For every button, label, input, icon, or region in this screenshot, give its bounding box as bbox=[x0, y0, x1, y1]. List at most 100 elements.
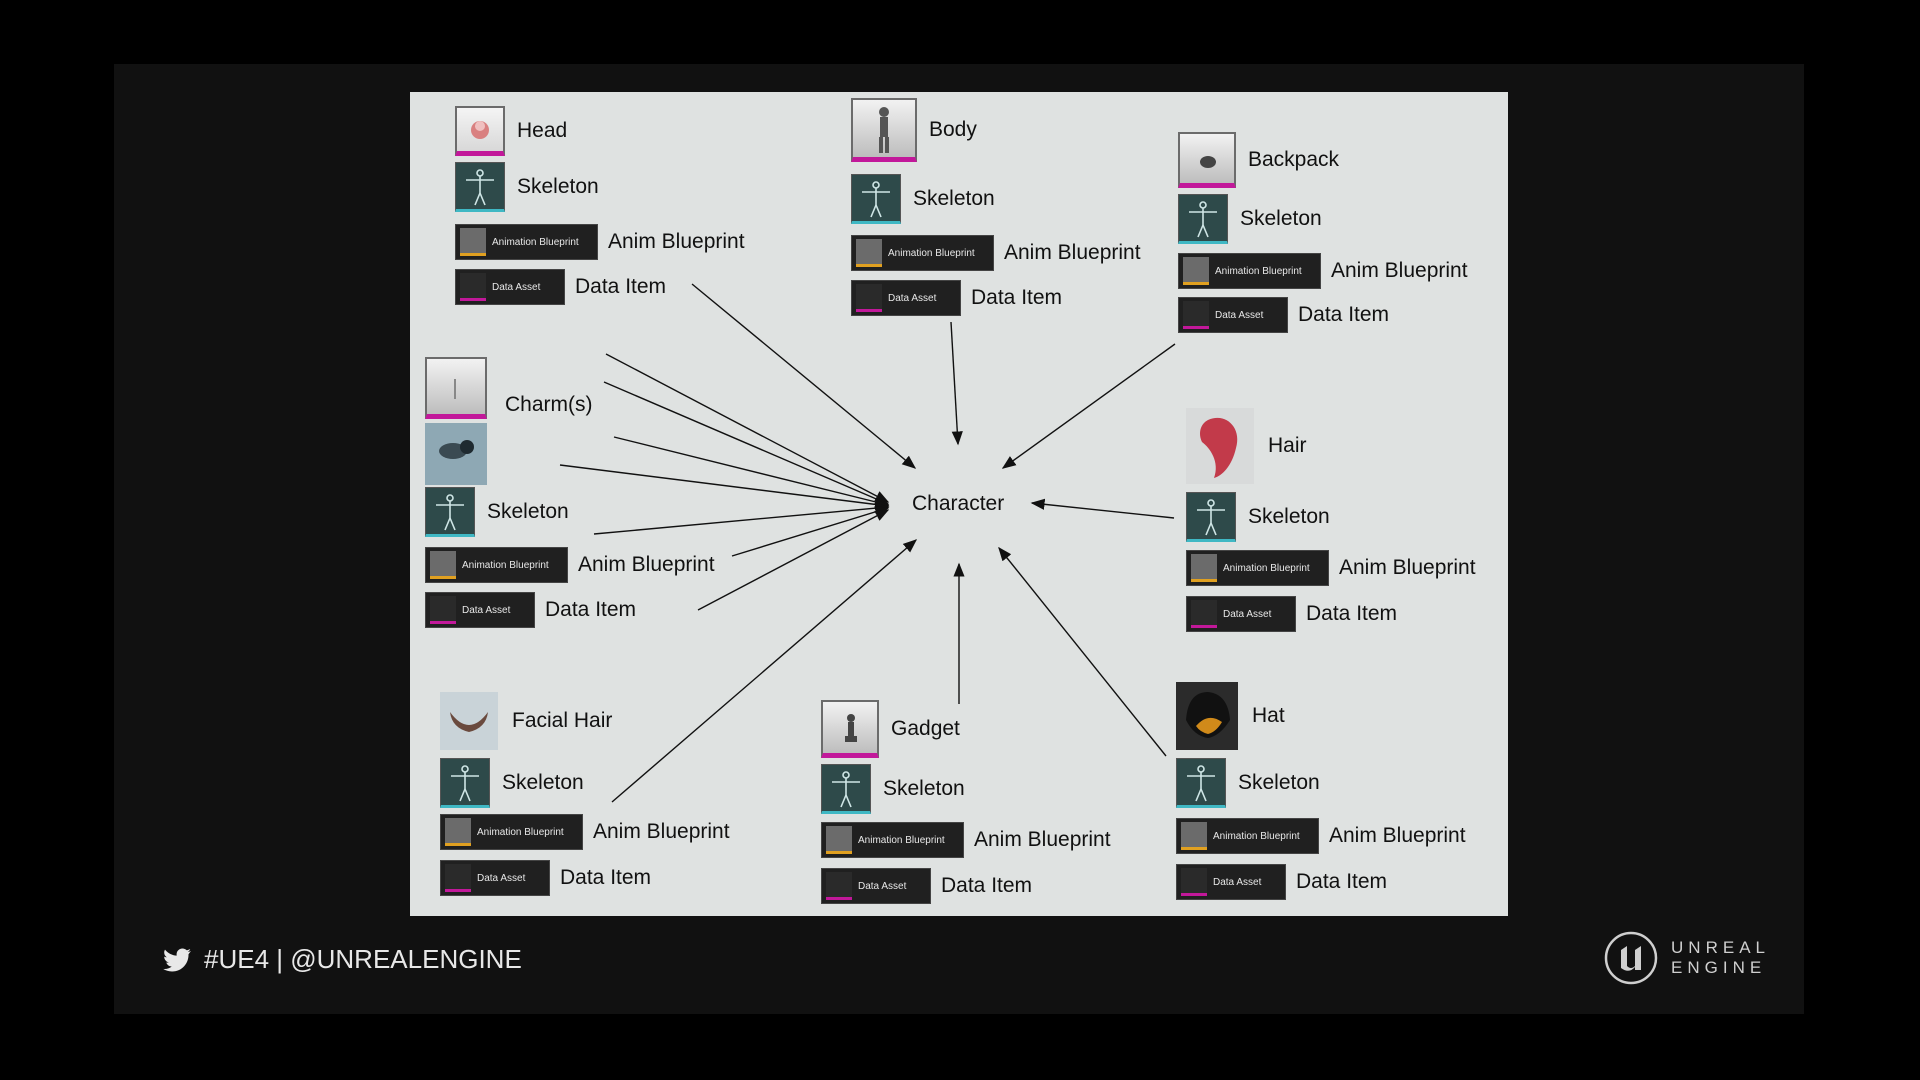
unreal-logo-icon bbox=[1604, 931, 1658, 985]
facialhair-data-asset: Data Asset bbox=[440, 860, 550, 896]
facialhair-thumbnail bbox=[440, 692, 498, 750]
skeleton-icon bbox=[1178, 194, 1228, 244]
facialhair-anim-blueprint-asset: Animation Blueprint bbox=[440, 814, 583, 850]
backpack-data-asset: Data Asset bbox=[1178, 297, 1288, 333]
facialhair-label: Facial Hair bbox=[512, 709, 613, 732]
skeleton-icon bbox=[1186, 492, 1236, 542]
charms-data-asset: Data Asset bbox=[425, 592, 535, 628]
data-asset-icon bbox=[1181, 868, 1207, 896]
facialhair-data-label: Data Item bbox=[560, 866, 652, 889]
gadget-mesh-thumbnail bbox=[821, 700, 879, 758]
arrow-charms-6 bbox=[731, 506, 890, 557]
body-data-asset: Data Asset bbox=[851, 280, 961, 316]
charms-skeleton-label: Skeleton bbox=[487, 500, 569, 523]
anim-blueprint-icon bbox=[1181, 822, 1207, 850]
gadget-label: Gadget bbox=[891, 717, 960, 740]
hair-data-asset: Data Asset bbox=[1186, 596, 1296, 632]
charms-label: Charm(s) bbox=[505, 393, 593, 416]
head-anim-label: Anim Blueprint bbox=[608, 230, 745, 253]
charm-icon bbox=[454, 379, 456, 399]
arrow-charms-4 bbox=[559, 464, 890, 510]
head-label: Head bbox=[517, 119, 568, 142]
hat-label: Hat bbox=[1252, 704, 1285, 727]
twitter-icon bbox=[163, 948, 191, 971]
backpack-anim-blueprint-asset: Animation Blueprint bbox=[1178, 253, 1321, 289]
arrow-hair bbox=[1030, 498, 1175, 519]
data-asset-icon bbox=[460, 273, 486, 301]
body-mesh-thumbnail bbox=[851, 98, 917, 162]
body-data-label: Data Item bbox=[971, 286, 1063, 309]
head-data-asset: Data Asset bbox=[455, 269, 565, 305]
head-skeleton-label: Skeleton bbox=[517, 175, 599, 198]
anim-blueprint-icon bbox=[1183, 257, 1209, 285]
gadget-anim-blueprint-asset: Animation Blueprint bbox=[821, 822, 964, 858]
facialhair-anim-label: Anim Blueprint bbox=[593, 820, 730, 843]
anim-blueprint-icon bbox=[445, 818, 471, 846]
facialhair-skeleton-label: Skeleton bbox=[502, 771, 584, 794]
brand-wordmark: UNREAL ENGINE bbox=[1671, 938, 1770, 977]
skeleton-icon bbox=[821, 764, 871, 814]
head-anim-blueprint-asset: Animation Blueprint bbox=[455, 224, 598, 260]
charms-anim-label: Anim Blueprint bbox=[578, 553, 715, 576]
anim-blueprint-icon bbox=[1191, 554, 1217, 582]
anim-blueprint-icon bbox=[856, 239, 882, 267]
character-node: Character bbox=[912, 492, 1005, 515]
gadget-data-label: Data Item bbox=[941, 874, 1033, 897]
anim-blueprint-icon bbox=[826, 826, 852, 854]
data-asset-icon bbox=[826, 872, 852, 900]
charms-data-label: Data Item bbox=[545, 598, 637, 621]
backpack-data-label: Data Item bbox=[1298, 303, 1390, 326]
backpack-icon bbox=[1200, 156, 1216, 168]
arrow-body bbox=[950, 321, 963, 446]
skeleton-icon bbox=[425, 487, 475, 537]
head-mesh-thumbnail bbox=[455, 106, 505, 156]
skeleton-icon bbox=[1176, 758, 1226, 808]
arrow-facialhair bbox=[611, 539, 918, 803]
hat-icon bbox=[1186, 692, 1230, 738]
arrow-head bbox=[691, 283, 917, 469]
skeleton-icon bbox=[440, 758, 490, 808]
data-asset-icon bbox=[445, 864, 471, 892]
backpack-label: Backpack bbox=[1248, 148, 1340, 171]
gadget-data-asset: Data Asset bbox=[821, 868, 931, 904]
hat-skeleton-label: Skeleton bbox=[1238, 771, 1320, 794]
hair-anim-blueprint-asset: Animation Blueprint bbox=[1186, 550, 1329, 586]
beard-icon bbox=[450, 712, 488, 732]
data-asset-icon bbox=[1183, 301, 1209, 329]
gadget-icon bbox=[845, 714, 857, 742]
arrows-layer bbox=[559, 283, 1176, 803]
arrow-charms-1 bbox=[605, 353, 890, 503]
charms-anim-blueprint-asset: Animation Blueprint bbox=[425, 547, 568, 583]
hat-data-asset: Data Asset bbox=[1176, 864, 1286, 900]
body-label: Body bbox=[929, 118, 977, 141]
arrow-hat bbox=[998, 546, 1167, 757]
gadget-anim-label: Anim Blueprint bbox=[974, 828, 1111, 851]
arrow-charms-7 bbox=[697, 509, 890, 611]
backpack-anim-label: Anim Blueprint bbox=[1331, 259, 1468, 282]
diagram-panel: Character Head Skeleton Animation Bluepr… bbox=[410, 92, 1508, 916]
anim-blueprint-icon bbox=[460, 228, 486, 256]
body-skeleton-label: Skeleton bbox=[913, 187, 995, 210]
hair-icon bbox=[1200, 417, 1238, 478]
skeleton-icon bbox=[851, 174, 901, 224]
hair-data-label: Data Item bbox=[1306, 602, 1398, 625]
charm-2-icon bbox=[439, 440, 474, 459]
arrow-charms-3 bbox=[613, 436, 890, 508]
arrow-backpack bbox=[1001, 343, 1176, 469]
hat-anim-label: Anim Blueprint bbox=[1329, 824, 1466, 847]
footer-social: #UE4 | @UNREALENGINE bbox=[162, 944, 522, 975]
social-text: #UE4 | @UNREALENGINE bbox=[204, 944, 522, 974]
arrow-charms-5 bbox=[593, 502, 890, 535]
hat-data-label: Data Item bbox=[1296, 870, 1388, 893]
head-icon bbox=[471, 121, 489, 139]
charm-mesh-thumbnail bbox=[425, 357, 487, 419]
unreal-engine-logo: UNREAL ENGINE bbox=[1603, 930, 1770, 986]
body-icon bbox=[879, 107, 889, 153]
hat-anim-blueprint-asset: Animation Blueprint bbox=[1176, 818, 1319, 854]
hat-thumbnail bbox=[1176, 682, 1238, 750]
data-asset-icon bbox=[1191, 600, 1217, 628]
data-asset-icon bbox=[856, 284, 882, 312]
data-asset-icon bbox=[430, 596, 456, 624]
hair-skeleton-label: Skeleton bbox=[1248, 505, 1330, 528]
gadget-skeleton-label: Skeleton bbox=[883, 777, 965, 800]
